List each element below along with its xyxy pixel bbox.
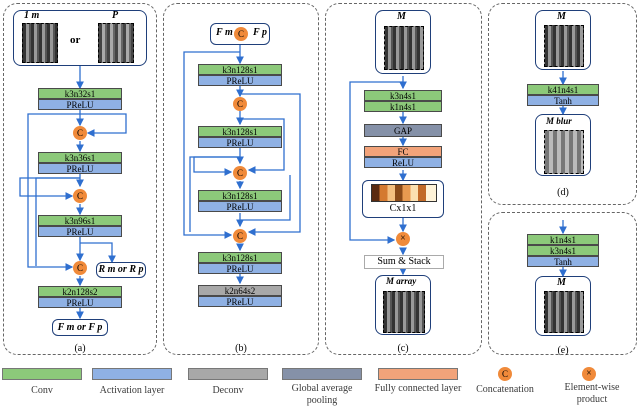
a-output: F m or F p: [52, 319, 108, 336]
b-act-2: PReLU: [198, 137, 282, 148]
b-deconv: k2n64s2: [198, 285, 282, 296]
panel-a: [3, 3, 157, 355]
c-conv-2: k1n4s1: [364, 101, 442, 112]
panel-e: [488, 212, 637, 355]
legend-fc-swatch: [378, 368, 458, 380]
c-input-label: M: [397, 11, 406, 22]
e-output-label: M: [557, 277, 566, 288]
legend-deconv-label: Deconv: [212, 385, 244, 396]
b-act-1: PReLU: [198, 75, 282, 86]
c-vector-label: Cx1x1: [389, 203, 417, 214]
legend-product-label: Element-wise product: [564, 382, 620, 405]
input-or-text: or: [70, 34, 81, 46]
a-concat-2: C: [73, 189, 87, 203]
caption-c: (c): [397, 343, 409, 354]
input-label-m: 1 m: [24, 10, 40, 21]
caption-d: (d): [557, 187, 569, 198]
b-conv-3: k3n128s1: [198, 190, 282, 201]
caption-e: (e): [557, 345, 569, 356]
e-conv-2: k3n4s1: [527, 245, 599, 256]
a-side-output: R m or R p: [96, 262, 146, 278]
c-product: ×: [396, 232, 410, 246]
d-output-image: [544, 130, 584, 174]
d-input-label: M: [557, 11, 566, 22]
legend-product-icon: ×: [582, 367, 596, 381]
b-input-fm: F m: [216, 27, 233, 38]
panel-c: [325, 3, 482, 355]
a-conv-2: k3n36s1: [38, 152, 122, 163]
e-conv-1: k1n4s1: [527, 234, 599, 245]
legend-activation-swatch: [92, 368, 172, 380]
d-conv: k41n4s1: [527, 84, 599, 95]
a-conv-4: k2n128s2: [38, 286, 122, 297]
c-act: ReLU: [364, 157, 442, 168]
b-conv-1: k3n128s1: [198, 64, 282, 75]
legend-gap-label: Global average pooling: [291, 383, 353, 406]
legend-concat-icon: C: [498, 367, 512, 381]
c-input-image: [384, 26, 424, 70]
e-output-image: [544, 291, 584, 333]
b-concat-1: C: [233, 97, 247, 111]
b-input-fp: F p: [253, 27, 267, 38]
caption-a: (a): [74, 343, 86, 354]
input-label-p: P: [112, 10, 119, 21]
legend-gap-swatch: [282, 368, 362, 380]
b-concat-2: C: [233, 166, 247, 180]
c-output-label: M array: [386, 276, 417, 286]
legend-deconv-swatch: [188, 368, 268, 380]
a-concat-1: C: [73, 126, 87, 140]
e-act: Tanh: [527, 256, 599, 267]
legend-conv-label: Conv: [31, 385, 53, 396]
a-act-1: PReLU: [38, 99, 122, 110]
panel-b: [163, 3, 319, 355]
b-input-concat: C: [234, 27, 248, 41]
c-fc: FC: [364, 146, 442, 157]
legend-fc-label: Fully connected layer: [374, 383, 462, 394]
legend-conv-swatch: [2, 368, 82, 380]
panel-d: [488, 3, 637, 205]
d-output-label: M blur: [546, 116, 572, 126]
c-conv-1: k3n4s1: [364, 90, 442, 101]
b-act-5: PReLU: [198, 296, 282, 307]
a-conv-3: k3n96s1: [38, 215, 122, 226]
d-input-image: [544, 25, 584, 67]
c-channel-vector: [371, 184, 437, 202]
b-act-4: PReLU: [198, 263, 282, 274]
caption-b: (b): [235, 343, 247, 354]
c-output-image: [383, 291, 425, 333]
a-conv-1: k3n32s1: [38, 88, 122, 99]
d-act: Tanh: [527, 95, 599, 106]
legend-concat-label: Concatenation: [476, 384, 534, 395]
b-conv-2: k3n128s1: [198, 126, 282, 137]
b-act-3: PReLU: [198, 201, 282, 212]
a-act-4: PReLU: [38, 297, 122, 308]
legend-activation-label: Activation layer: [99, 385, 165, 396]
b-conv-4: k3n128s1: [198, 252, 282, 263]
c-gap: GAP: [364, 124, 442, 137]
b-concat-3: C: [233, 229, 247, 243]
a-act-3: PReLU: [38, 226, 122, 237]
a-act-2: PReLU: [38, 163, 122, 174]
input-image-p: [98, 23, 134, 63]
a-concat-3: C: [73, 261, 87, 275]
c-sum-stack: Sum & Stack: [364, 255, 444, 269]
input-image-m: [22, 23, 58, 63]
